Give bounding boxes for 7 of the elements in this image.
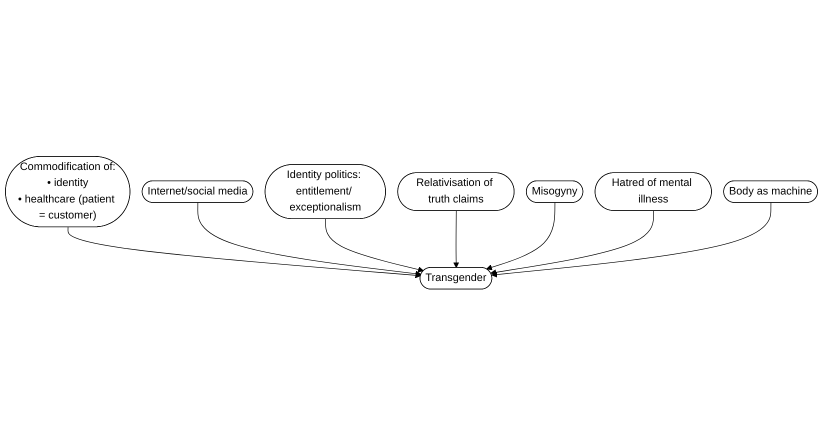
arrow [453, 210, 460, 268]
arrow [197, 202, 422, 276]
arrow [490, 210, 654, 275]
arrow [68, 226, 421, 278]
arrow [486, 202, 556, 270]
arrow [491, 202, 772, 278]
arrow [325, 218, 424, 272]
